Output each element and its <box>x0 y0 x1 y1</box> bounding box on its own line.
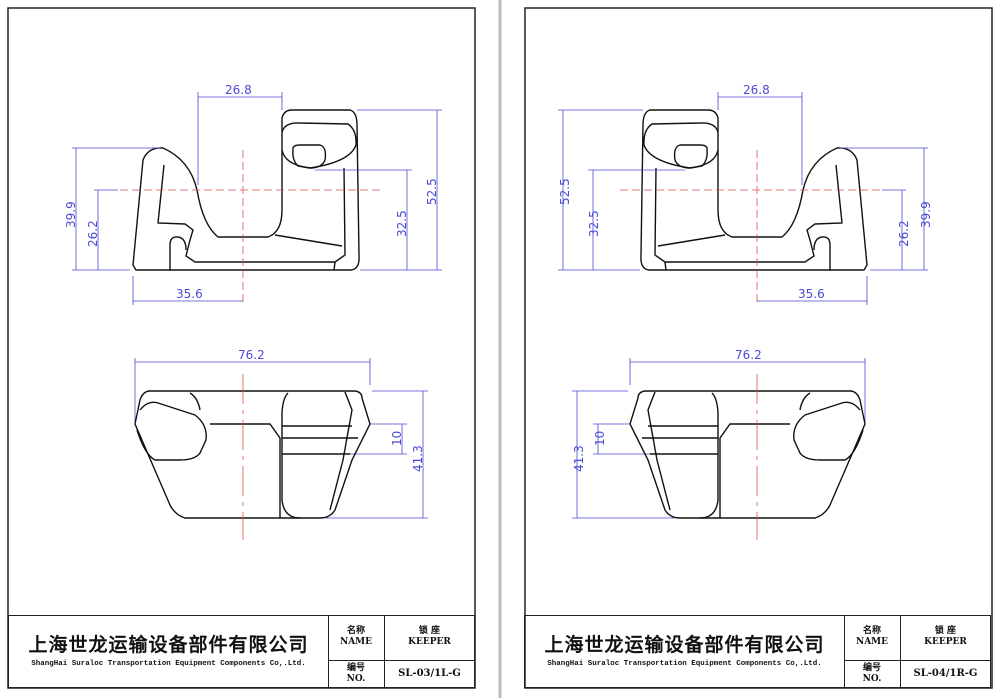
dim-hook-height: 32.5 <box>395 210 409 237</box>
dim-left-height: 39.9 <box>64 201 78 228</box>
dim-hook-height: 32.5 <box>587 210 601 237</box>
name-label-en: NAME <box>855 637 889 647</box>
no-label-cn: 编号 <box>862 663 881 673</box>
dim-total-height: 52.5 <box>425 178 439 205</box>
dim-offset: 35.6 <box>798 287 825 301</box>
no-label-cn: 编号 <box>346 663 365 673</box>
dim-top-width: 26.8 <box>225 83 252 97</box>
name-value-en: KEEPER <box>924 637 967 647</box>
dim-depth: 41.3 <box>572 445 586 472</box>
title-block: 上海世龙运输设备部件有限公司 ShangHai Suraloc Transport… <box>8 615 475 688</box>
dim-top-width: 26.8 <box>743 83 770 97</box>
name-value-cn: 锁 座 <box>418 626 441 636</box>
dim-total-height: 52.5 <box>558 178 572 205</box>
name-value-en: KEEPER <box>408 637 451 647</box>
dim-slot: 10 <box>390 431 404 446</box>
dim-slot: 10 <box>593 431 607 446</box>
company-name-cn: 上海世龙运输设备部件有限公司 <box>28 634 309 656</box>
company-name-en: ShangHai Suraloc Transportation Equipmen… <box>31 660 306 668</box>
title-block: 上海世龙运输设备部件有限公司 ShangHai Suraloc Transport… <box>524 615 991 688</box>
drawing-number: SL-03/1L-G <box>398 668 461 679</box>
company-name-en: ShangHai Suraloc Transportation Equipmen… <box>547 660 822 668</box>
no-label-en: NO. <box>346 674 366 684</box>
dim-inner-height: 26.2 <box>897 220 911 247</box>
company-name-cn: 上海世龙运输设备部件有限公司 <box>544 634 825 656</box>
dim-length: 76.2 <box>238 348 265 362</box>
name-value-cn: 锁 座 <box>934 626 957 636</box>
dim-inner-height: 26.2 <box>86 220 100 247</box>
dim-offset: 35.6 <box>176 287 203 301</box>
dim-length: 76.2 <box>735 348 762 362</box>
name-label-cn: 名称 <box>346 626 365 636</box>
name-label-en: NAME <box>339 637 373 647</box>
dim-left-height: 39.9 <box>919 201 933 228</box>
name-label-cn: 名称 <box>862 626 881 636</box>
dim-depth: 41.3 <box>411 445 425 472</box>
drawing-number: SL-04/1R-G <box>913 668 978 679</box>
no-label-en: NO. <box>862 674 882 684</box>
